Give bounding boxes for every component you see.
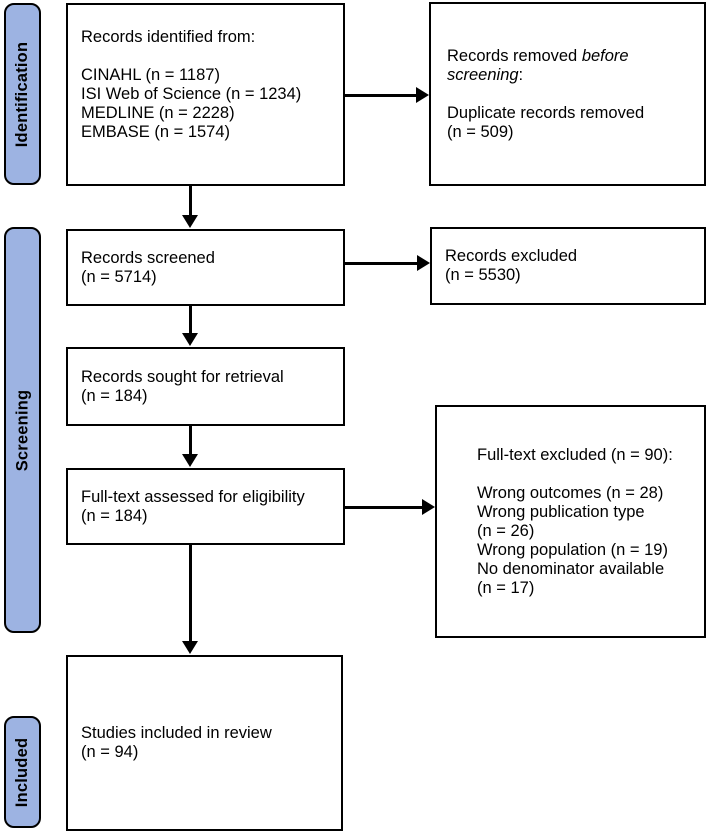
box-fulltext-assessed-for-eligibility: Full-text assessed for eligibility(n = 1… xyxy=(66,468,345,545)
text-line: Full-text assessed for eligibility xyxy=(81,488,337,507)
stage-label-identification: Identification xyxy=(4,3,41,185)
arrow-head-right-icon xyxy=(422,499,435,515)
text-line: (n = 94) xyxy=(81,743,335,762)
text-segment: Records screened xyxy=(81,248,215,267)
arrow-shaft xyxy=(188,545,192,641)
arrow-head-down-icon xyxy=(182,333,198,346)
text-segment: Records identified from: xyxy=(81,27,256,46)
stage-label-identification-text: Identification xyxy=(13,41,31,147)
text-segment: Wrong outcomes (n = 28) xyxy=(477,483,664,502)
text-line: (n = 184) xyxy=(81,387,337,406)
text-segment: (n = 17) xyxy=(477,578,535,597)
arrow-head-right-icon xyxy=(417,255,430,271)
text-line: Studies included in review xyxy=(81,724,335,743)
text-segment: EMBASE (n = 1574) xyxy=(81,122,231,141)
arrow-fulltext-to-included xyxy=(182,545,198,654)
text-segment: MEDLINE (n = 2228) xyxy=(81,103,235,122)
stage-label-included-text: Included xyxy=(13,737,31,807)
text-line: Records excluded xyxy=(445,247,698,266)
text-segment: Full-text excluded (n = 90): xyxy=(477,445,673,464)
text-segment: No denominator available xyxy=(477,559,665,578)
text-segment: Records excluded xyxy=(445,247,578,265)
text-segment: Duplicate records removed xyxy=(447,103,645,122)
arrow-shaft xyxy=(345,93,416,97)
arrow-identified-to-removed xyxy=(345,87,429,103)
text-segment: (n = 26) xyxy=(477,521,535,540)
stage-label-screening-text: Screening xyxy=(13,389,32,471)
text-segment: Full-text assessed for eligibility xyxy=(81,487,305,506)
text-line: (n = 17) xyxy=(477,579,698,598)
text-line: (n = 5714) xyxy=(81,268,337,287)
box-records-sought-for-retrieval: Records sought for retrieval(n = 184) xyxy=(66,347,345,426)
arrow-identified-to-screened xyxy=(182,186,198,228)
text-line: Records removed before xyxy=(447,47,698,66)
text-line: Wrong population (n = 19) xyxy=(477,541,698,560)
text-line: No denominator available xyxy=(477,560,698,579)
box-records-excluded: Records excluded(n = 5530) xyxy=(430,227,706,305)
text-segment: CINAHL (n = 1187) xyxy=(81,65,220,84)
text-segment: (n = 5714) xyxy=(81,267,157,286)
arrow-shaft xyxy=(188,306,192,333)
arrow-shaft xyxy=(188,186,192,215)
text-line: Duplicate records removed xyxy=(447,104,698,123)
arrow-shaft xyxy=(345,261,417,265)
text-segment: (n = 184) xyxy=(81,386,148,405)
arrow-sought-to-fulltext xyxy=(182,426,198,467)
text-segment: (n = 184) xyxy=(81,506,148,525)
text-segment: Records removed xyxy=(447,46,582,65)
text-line: Full-text excluded (n = 90): xyxy=(477,446,698,465)
arrow-head-down-icon xyxy=(182,641,198,654)
text-line: Records sought for retrieval xyxy=(81,368,337,387)
arrow-screened-to-sought xyxy=(182,306,198,346)
text-line: Records screened xyxy=(81,249,337,268)
arrow-head-down-icon xyxy=(182,215,198,228)
arrow-shaft xyxy=(188,426,192,454)
text-line: EMBASE (n = 1574) xyxy=(81,123,337,142)
text-line: (n = 184) xyxy=(81,507,337,526)
arrow-head-right-icon xyxy=(416,87,429,103)
text-segment: Wrong population (n = 19) xyxy=(477,540,668,559)
box-records-screened: Records screened(n = 5714) xyxy=(66,229,345,306)
text-segment: : xyxy=(518,65,524,84)
text-line xyxy=(81,47,337,66)
arrow-shaft xyxy=(345,505,422,509)
arrow-fulltext-to-excluded xyxy=(345,499,435,515)
text-line: Wrong outcomes (n = 28) xyxy=(477,484,698,503)
text-line: screening: xyxy=(447,66,698,85)
box-fulltext-excluded: Full-text excluded (n = 90): Wrong outco… xyxy=(435,405,706,638)
text-segment: Records sought for retrieval xyxy=(81,367,284,386)
text-segment: ISI Web of Science (n = 1234) xyxy=(81,84,302,103)
text-segment: Studies included in review xyxy=(81,724,272,742)
box-records-identified: Records identified from: CINAHL (n = 118… xyxy=(66,3,345,186)
text-line: (n = 509) xyxy=(447,123,698,142)
arrow-screened-to-excluded xyxy=(345,255,430,271)
italic-text-segment: before xyxy=(581,46,629,65)
text-line: ISI Web of Science (n = 1234) xyxy=(81,85,337,104)
text-segment: Wrong publication type xyxy=(477,502,645,521)
text-segment: (n = 5530) xyxy=(445,266,521,284)
text-segment: (n = 509) xyxy=(447,122,514,141)
stage-label-included: Included xyxy=(4,716,41,828)
stage-label-screening: Screening xyxy=(4,227,41,633)
text-line: CINAHL (n = 1187) xyxy=(81,66,337,85)
arrow-head-down-icon xyxy=(182,454,198,467)
text-segment: (n = 94) xyxy=(81,743,139,761)
box-studies-included-in-review: Studies included in review(n = 94) xyxy=(66,655,343,831)
text-line: MEDLINE (n = 2228) xyxy=(81,104,337,123)
text-line: (n = 26) xyxy=(477,522,698,541)
text-line: Wrong publication type xyxy=(477,503,698,522)
text-line: (n = 5530) xyxy=(445,266,698,285)
text-line: Records identified from: xyxy=(81,28,337,47)
italic-text-segment: screening xyxy=(447,65,519,84)
text-line xyxy=(477,465,698,484)
text-line xyxy=(447,85,698,104)
